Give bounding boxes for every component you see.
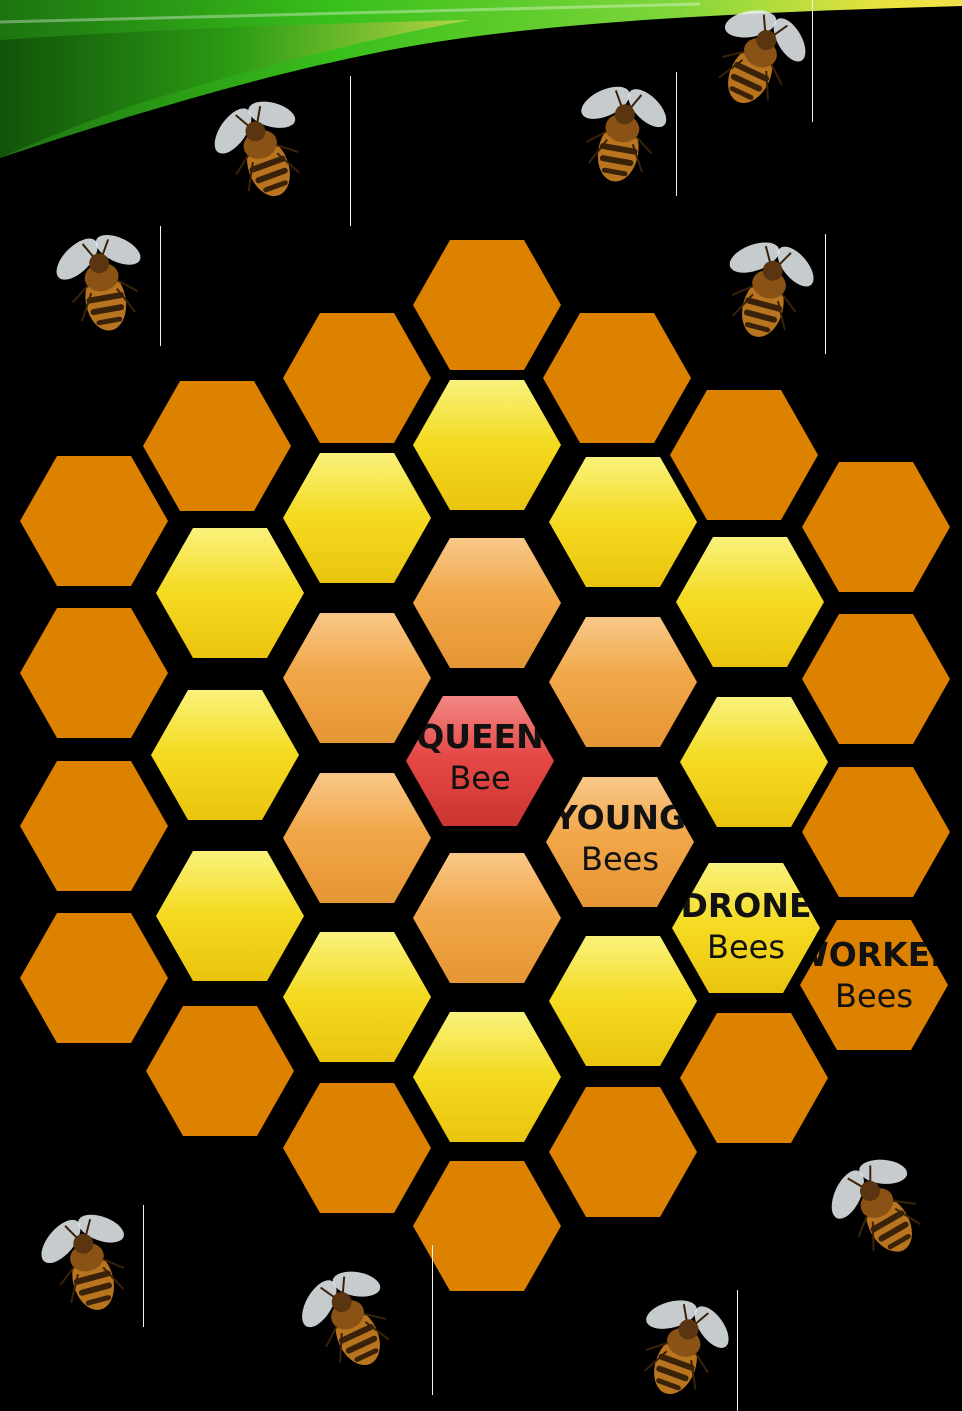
young-bees-cell: YOUNG Bees <box>546 777 694 907</box>
young-title: YOUNG <box>546 797 694 839</box>
worker-title: WORKER <box>800 934 948 976</box>
worker-subtitle: Bees <box>800 976 948 1016</box>
bee-guide-line <box>350 76 351 226</box>
honeybee-icon <box>276 1244 426 1399</box>
comb-cell-outer <box>283 1083 431 1213</box>
worker-bees-cell: WORKER Bees <box>800 920 948 1050</box>
comb-cell-yellow <box>156 851 304 981</box>
comb-cell-yellow <box>413 380 561 510</box>
comb-cell-yellow <box>680 697 828 827</box>
comb-cell-inner <box>413 853 561 983</box>
comb-cell-outer <box>802 614 950 744</box>
comb-cell-outer <box>680 1013 828 1143</box>
comb-cell-yellow <box>151 690 299 820</box>
young-subtitle: Bees <box>546 839 694 879</box>
comb-cell-outer <box>146 1006 294 1136</box>
queen-subtitle: Bee <box>406 758 554 798</box>
comb-cell-outer <box>802 767 950 897</box>
comb-cell-yellow <box>156 528 304 658</box>
comb-cell-yellow <box>283 932 431 1062</box>
queen-bee-label: QUEEN Bee <box>406 716 554 798</box>
comb-cell-yellow <box>676 537 824 667</box>
comb-cell-inner <box>283 613 431 743</box>
comb-cell-outer <box>413 240 561 370</box>
comb-cell-inner <box>283 773 431 903</box>
honeybee-icon <box>20 1193 157 1337</box>
comb-cell-outer <box>20 608 168 738</box>
comb-cell-inner <box>413 538 561 668</box>
queen-title: QUEEN <box>406 716 554 758</box>
honeybee-icon <box>698 220 835 364</box>
honeybee-icon <box>803 1131 958 1290</box>
comb-cell-outer <box>543 313 691 443</box>
worker-bees-label: WORKER Bees <box>800 934 948 1016</box>
comb-cell-outer <box>20 761 168 891</box>
comb-cell-outer <box>670 390 818 520</box>
comb-cell-yellow <box>413 1012 561 1142</box>
drone-title: DRONE <box>672 885 820 927</box>
drone-subtitle: Bees <box>672 927 820 967</box>
comb-cell-yellow <box>283 453 431 583</box>
honeybee-icon <box>38 216 167 353</box>
queen-bee-cell: QUEEN Bee <box>406 696 554 826</box>
young-bees-label: YOUNG Bees <box>546 797 694 879</box>
comb-cell-yellow <box>549 457 697 587</box>
bee-guide-line <box>432 1245 433 1395</box>
comb-cell-outer <box>549 1087 697 1217</box>
drone-bees-cell: DRONE Bees <box>672 863 820 993</box>
comb-cell-outer <box>283 313 431 443</box>
comb-cell-outer <box>802 462 950 592</box>
comb-cell-outer <box>143 381 291 511</box>
comb-cell-inner <box>549 617 697 747</box>
comb-cell-outer <box>20 913 168 1043</box>
honeybee-icon <box>556 67 685 204</box>
drone-bees-label: DRONE Bees <box>672 885 820 967</box>
comb-cell-outer <box>20 456 168 586</box>
honeybee-icon <box>609 1275 753 1411</box>
comb-cell-outer <box>413 1161 561 1291</box>
comb-cell-yellow <box>549 936 697 1066</box>
